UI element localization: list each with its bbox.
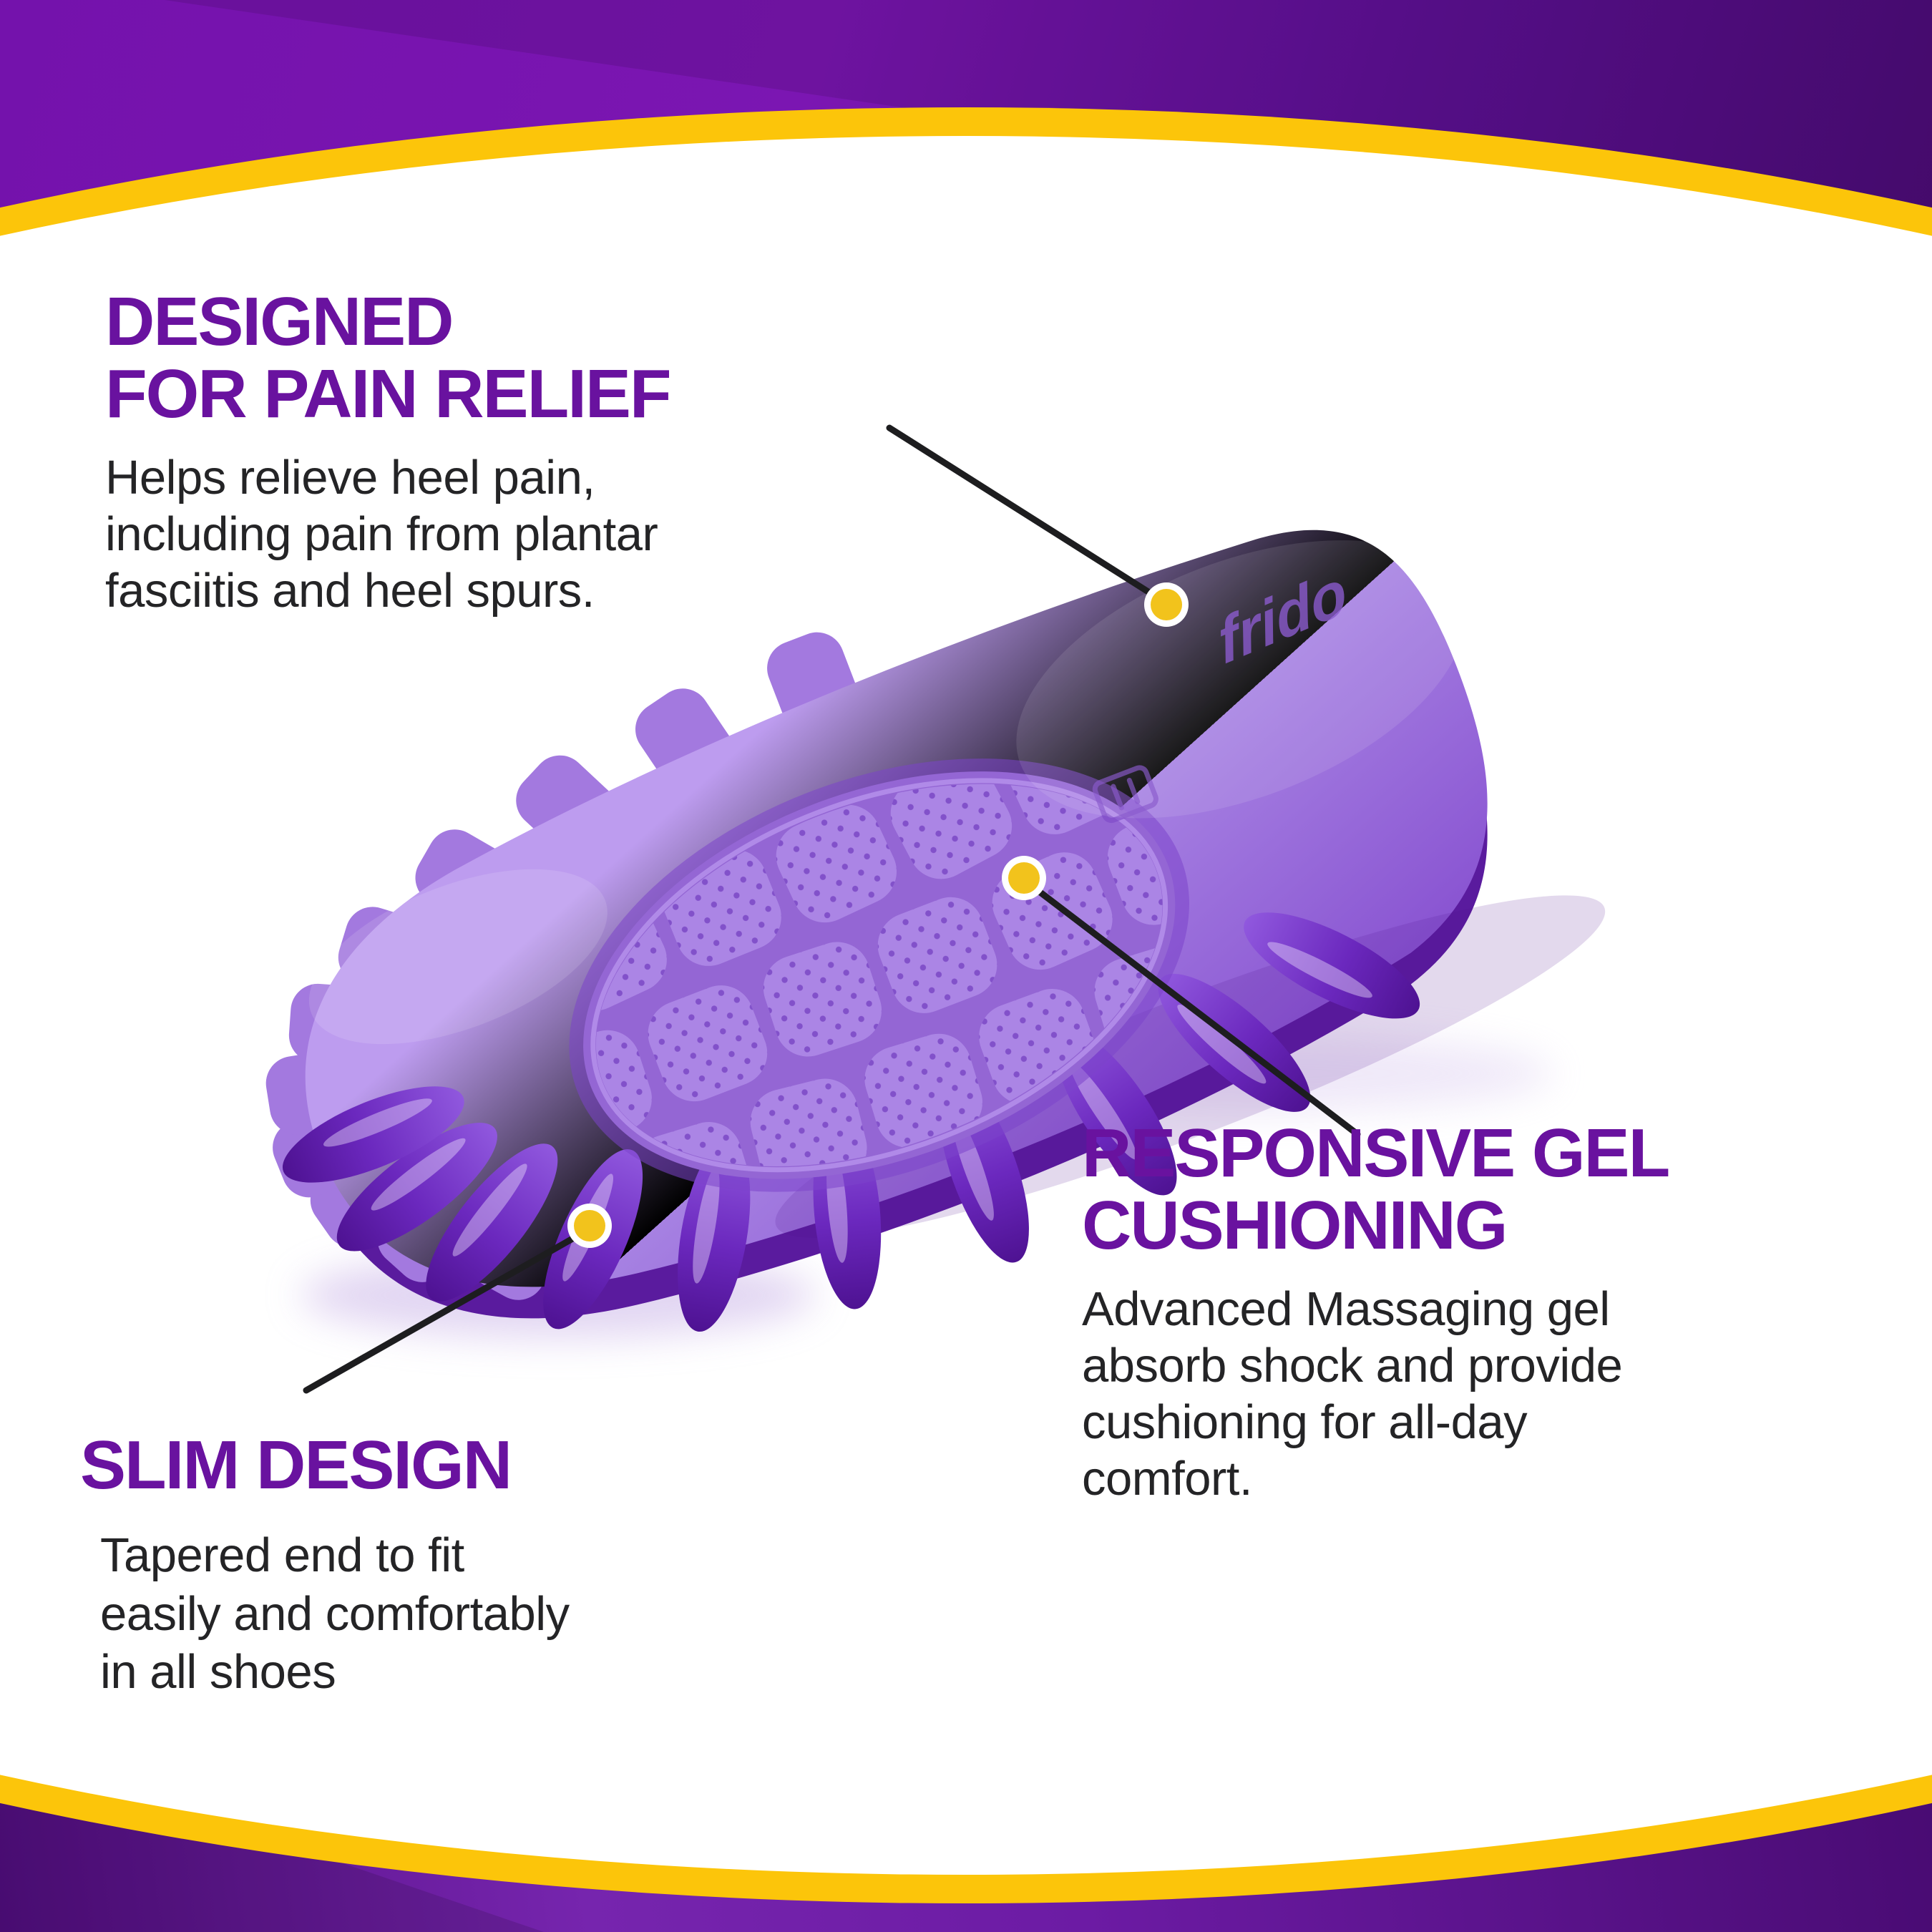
pain-relief-title-line2: FOR PAIN RELIEF	[105, 355, 672, 432]
pain-relief-body-line2: including pain from plantar	[105, 507, 658, 561]
gloss-highlight-2	[308, 869, 608, 1045]
callout-gel-cushioning: RESPONSIVE GEL CUSHIONING Advanced Massa…	[1082, 1115, 1670, 1507]
pain-relief-title-line1: DESIGNED	[105, 283, 454, 360]
slim-design-title-line1: SLIM DESIGN	[80, 1427, 512, 1503]
callout-dots	[567, 582, 1189, 1248]
callout-leader-lines	[303, 424, 1361, 1394]
pain-relief-body-line3: fasciitis and heel spurs.	[105, 563, 595, 618]
slim-design-body-line3: in all shoes	[100, 1645, 336, 1699]
frido-monogram-icon	[1092, 765, 1158, 824]
pain-relief-body-line1: Helps relieve heel pain,	[105, 450, 595, 504]
callout-dot-pain-relief	[1144, 582, 1189, 627]
gel-cushioning-body-line2: absorb shock and provide	[1082, 1338, 1623, 1392]
callout-pain-relief: DESIGNED FOR PAIN RELIEF Helps relieve h…	[105, 283, 672, 619]
pain-relief-body: Helps relieve heel pain, including pain …	[105, 449, 670, 619]
pain-relief-title: DESIGNED FOR PAIN RELIEF	[105, 283, 672, 432]
slim-design-title: SLIM DESIGN	[80, 1427, 570, 1503]
gel-cushioning-title-line1: RESPONSIVE GEL	[1082, 1115, 1670, 1191]
gel-cushioning-title: RESPONSIVE GEL CUSHIONING	[1082, 1115, 1670, 1264]
leader-line-gel-cushioning	[1025, 880, 1361, 1138]
slim-design-body-line2: easily and comfortably	[100, 1586, 570, 1641]
callout-slim-design: SLIM DESIGN Tapered end to fit easily an…	[80, 1429, 570, 1702]
callout-dot-gel-cushioning	[1002, 856, 1046, 900]
gloss-highlight	[1016, 540, 1465, 819]
leader-line-pain-relief	[886, 424, 1164, 603]
gel-cushioning-title-line2: CUSHIONING	[1082, 1186, 1508, 1264]
slim-design-body: Tapered end to fit easily and comfortabl…	[100, 1526, 570, 1702]
pad-inner-rim	[590, 778, 1169, 1173]
slim-design-body-line1: Tapered end to fit	[100, 1528, 464, 1582]
gel-cushioning-body-line4: comfort.	[1082, 1451, 1253, 1506]
gel-cushioning-body-line3: cushioning for all-day	[1082, 1395, 1528, 1449]
gel-cushioning-body-line1: Advanced Massaging gel	[1082, 1282, 1610, 1336]
gel-cushioning-body: Advanced Massaging gel absorb shock and …	[1082, 1281, 1669, 1507]
leader-line-slim-design	[303, 1229, 587, 1394]
callout-dot-slim-design	[567, 1204, 612, 1248]
